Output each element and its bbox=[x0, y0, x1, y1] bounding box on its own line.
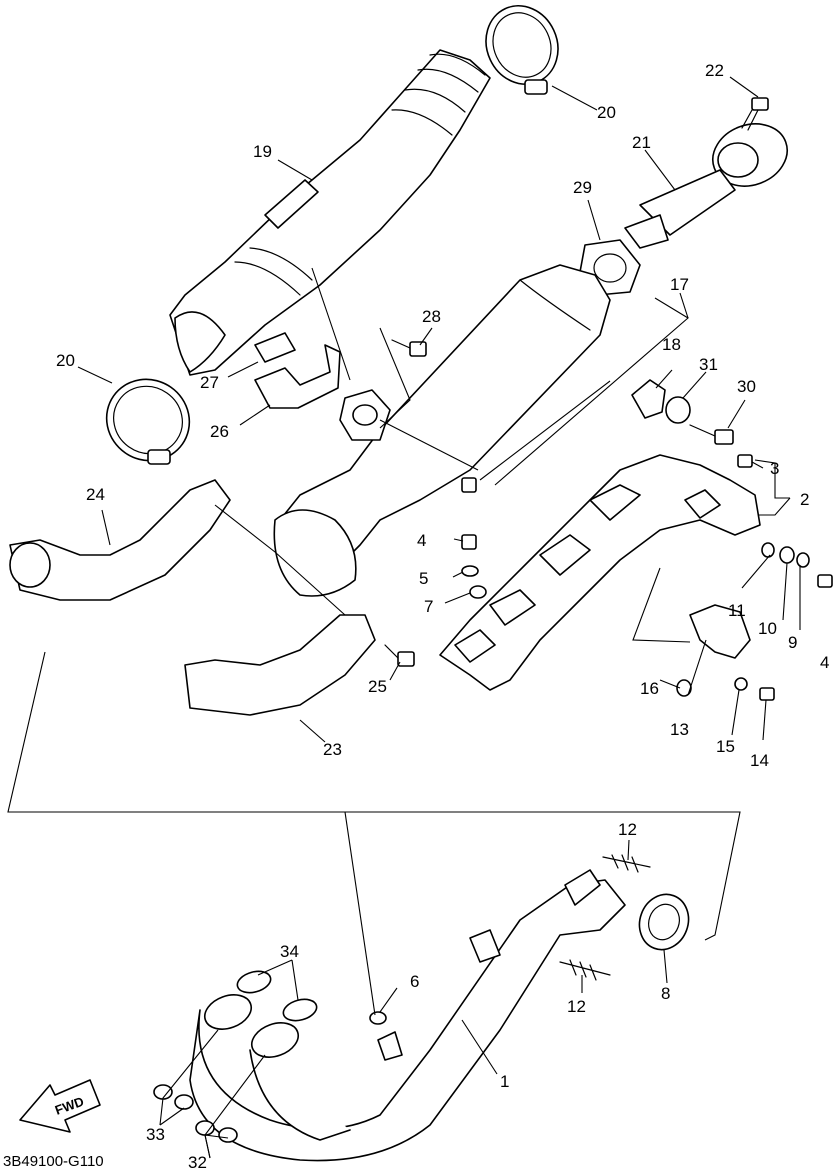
callout-27: 27 bbox=[200, 373, 219, 392]
callout-3: 3 bbox=[770, 459, 779, 478]
bolt-30-part bbox=[689, 424, 734, 445]
callout-26: 26 bbox=[210, 422, 229, 441]
callout-12-upper: 12 bbox=[618, 820, 637, 839]
washer-15-part bbox=[734, 677, 748, 691]
callout-29: 29 bbox=[573, 178, 592, 197]
callout-33: 33 bbox=[146, 1125, 165, 1144]
callout-6: 6 bbox=[410, 972, 419, 991]
fwd-arrow-icon: FWD bbox=[19, 1079, 101, 1133]
collar-7-part bbox=[469, 585, 487, 599]
callout-32: 32 bbox=[188, 1153, 207, 1172]
damper-27-part bbox=[254, 332, 296, 363]
callout-13: 13 bbox=[670, 720, 689, 739]
gasket-8-part bbox=[638, 893, 690, 951]
leader-lines bbox=[77, 76, 801, 1159]
callout-12-lower: 12 bbox=[567, 997, 586, 1016]
callout-25: 25 bbox=[368, 677, 387, 696]
protector-13-part bbox=[689, 604, 751, 659]
bracket-26-part bbox=[254, 344, 341, 409]
callout-11: 11 bbox=[728, 601, 746, 620]
callout-17: 17 bbox=[670, 275, 689, 294]
callout-2: 2 bbox=[800, 490, 809, 509]
diagram-code: 3B49100-G110 bbox=[3, 1153, 104, 1170]
nuts-32-33-part bbox=[153, 1084, 238, 1143]
callout-31: 31 bbox=[699, 355, 718, 374]
bolt-4-right-part bbox=[817, 574, 833, 588]
exhaust-pipe-part bbox=[189, 869, 626, 1162]
clamp-upper-part bbox=[485, 5, 559, 95]
callout-14: 14 bbox=[750, 751, 769, 770]
callout-9: 9 bbox=[788, 633, 797, 652]
protector-24-part bbox=[9, 479, 231, 601]
springs-12-part bbox=[559, 854, 651, 981]
callout-23: 23 bbox=[323, 740, 342, 759]
callout-15: 15 bbox=[716, 737, 735, 756]
protector-23-part bbox=[184, 614, 376, 716]
bolt-28-part bbox=[391, 339, 427, 357]
callout-4-right: 4 bbox=[820, 653, 829, 672]
callout-8: 8 bbox=[661, 984, 670, 1003]
callout-10: 10 bbox=[758, 619, 777, 638]
callout-4-left: 4 bbox=[417, 531, 426, 550]
callout-30: 30 bbox=[737, 377, 756, 396]
tail-pipe-part bbox=[624, 123, 788, 249]
washers-9-10-11-part bbox=[761, 542, 810, 568]
callout-7: 7 bbox=[424, 597, 433, 616]
muffler-body-part bbox=[273, 264, 611, 597]
clamp-lower-part bbox=[105, 378, 191, 465]
callout-19: 19 bbox=[253, 142, 272, 161]
collar-6-part bbox=[369, 1011, 387, 1025]
bolt-25-part bbox=[384, 644, 415, 667]
callout-21: 21 bbox=[632, 133, 651, 152]
callout-34: 34 bbox=[280, 942, 299, 961]
callout-28: 28 bbox=[422, 307, 441, 326]
callout-22: 22 bbox=[705, 61, 724, 80]
bolt-22-part bbox=[741, 97, 769, 131]
collar-16-part bbox=[676, 679, 692, 697]
callout-24: 24 bbox=[86, 485, 105, 504]
callout-1: 1 bbox=[500, 1072, 509, 1091]
washer-5-part bbox=[461, 565, 479, 577]
callout-16: 16 bbox=[640, 679, 659, 698]
collar-31-part bbox=[665, 396, 691, 424]
callout-20-lower: 20 bbox=[56, 351, 75, 370]
bolt-14-part bbox=[759, 687, 775, 701]
callout-5: 5 bbox=[419, 569, 428, 588]
damper-18-part bbox=[631, 379, 666, 419]
heat-protector-part bbox=[439, 454, 761, 691]
bolt-4-left-part bbox=[461, 534, 477, 550]
assembly-lines bbox=[7, 267, 741, 1016]
muffler-cover-part bbox=[169, 49, 491, 376]
nut-3-part bbox=[737, 454, 753, 468]
callout-20-upper: 20 bbox=[597, 103, 616, 122]
gaskets-34-part bbox=[236, 970, 318, 1022]
callout-18: 18 bbox=[662, 335, 681, 354]
